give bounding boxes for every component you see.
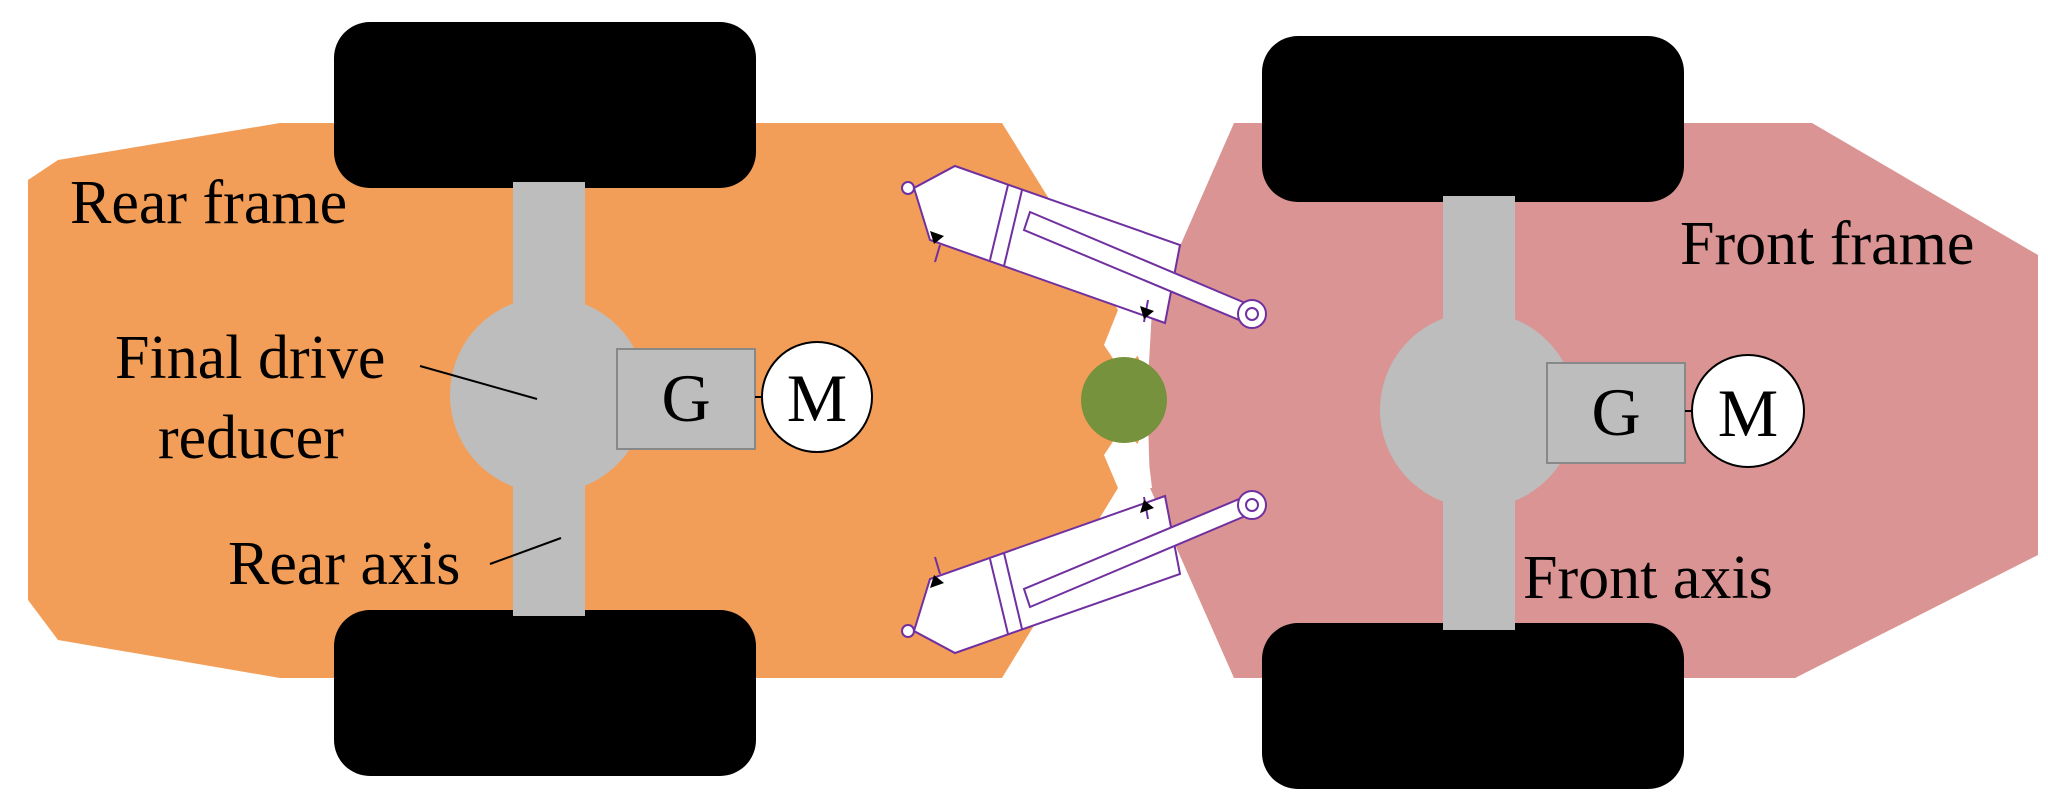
front-final-drive-hub [1380,312,1576,508]
front-generator-label: G [1591,374,1640,450]
lower-cylinder-marker-left [930,575,944,588]
rear-frame-label: Rear frame [70,169,347,237]
upper-steering-cylinder [901,164,1267,329]
upper-cylinder-marker-right [1140,306,1154,319]
final-drive-leader-line [419,365,538,400]
lower-steering-cylinder [901,490,1267,655]
front-generator-box [1546,362,1686,464]
articulation-notch-lower [1104,428,1152,488]
lower-cylinder-marker-right [1140,500,1154,513]
front-motor-label: M [1718,375,1778,451]
final-drive-label-line2: reducer [158,404,344,472]
final-drive-label-line1: Final drive [115,324,385,392]
articulation-pivot-joint [1081,357,1167,443]
upper-cylinder-marker-left [930,231,944,244]
rear-generator-box [616,348,756,450]
front-motor-circle [1691,354,1805,468]
rear-left-wheel [334,22,756,188]
rear-generator-label: G [661,360,710,436]
rear-final-drive-hub [450,297,646,493]
rear-axis-label: Rear axis [228,530,460,598]
articulation-notch [1104,310,1152,372]
rear-motor-circle [761,341,873,453]
front-axis-label: Front axis [1523,544,1773,612]
rear-right-wheel [334,610,756,776]
rear-motor-label: M [787,360,847,436]
front-left-wheel [1262,36,1684,202]
rear-axis-leader-line [489,537,562,565]
front-frame-label: Front frame [1680,210,1974,278]
front-right-wheel [1262,623,1684,789]
